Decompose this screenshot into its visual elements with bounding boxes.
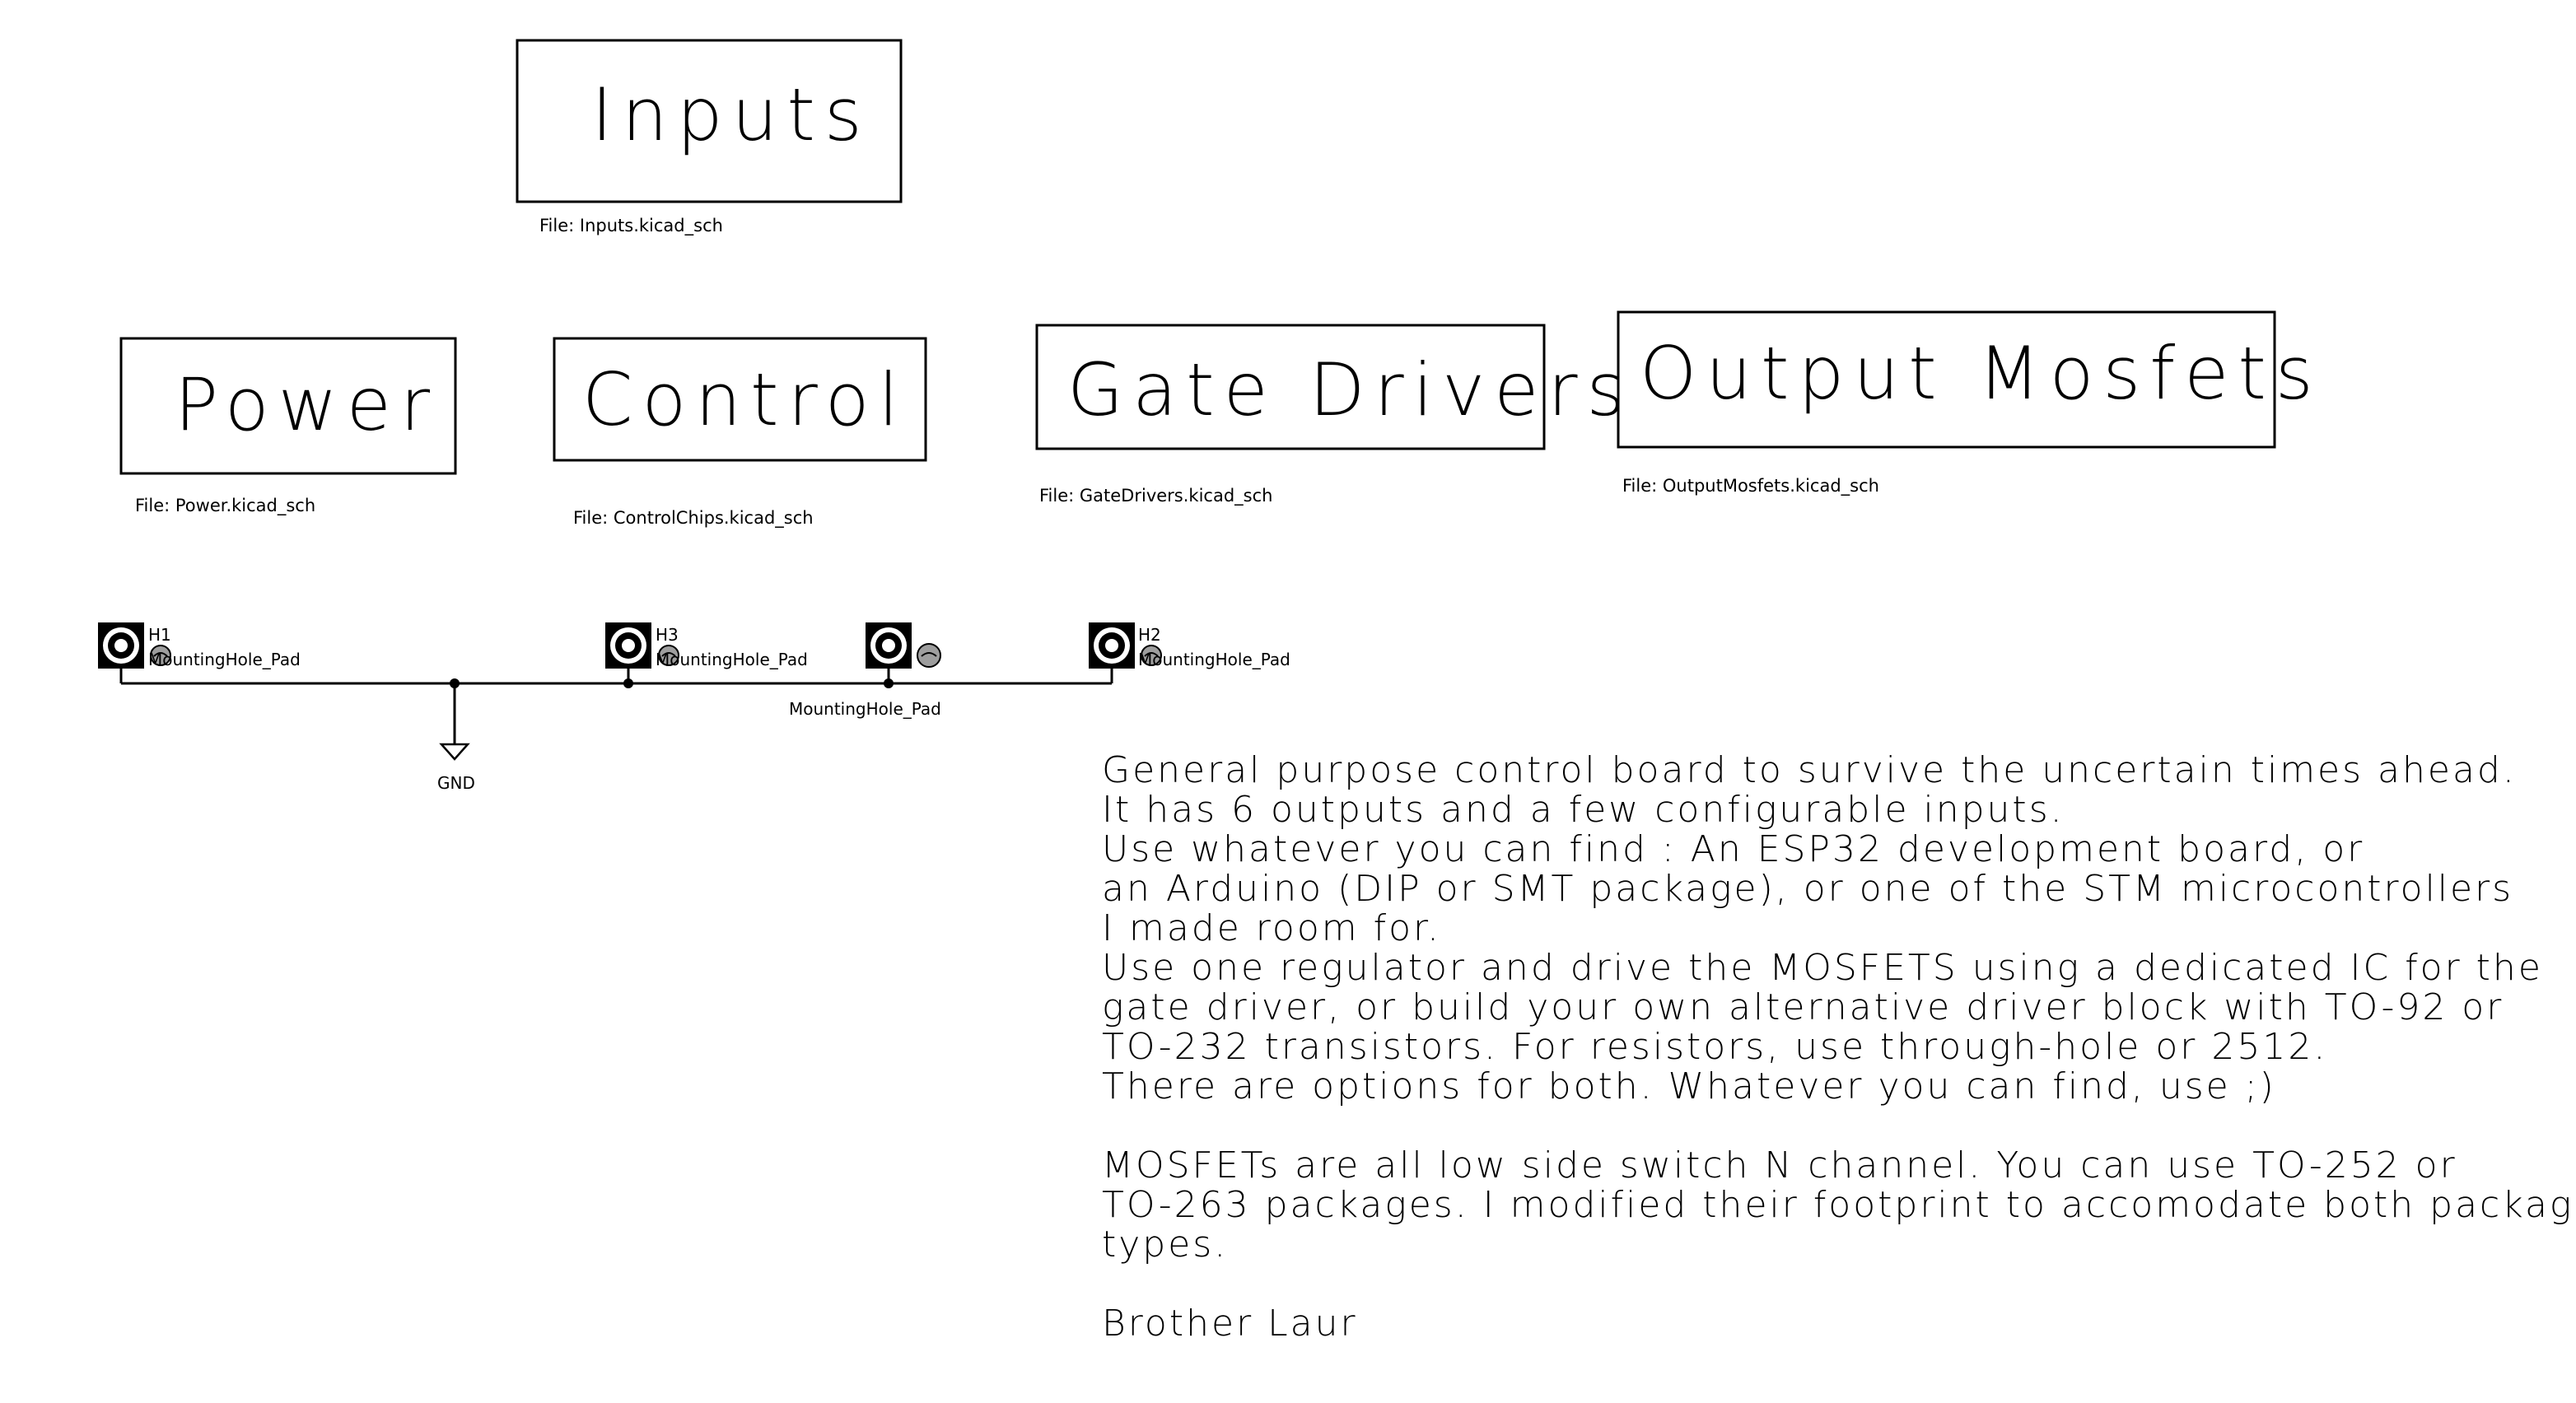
- sheet-block-inputs[interactable]: Inputs: [516, 39, 903, 203]
- note-line: TO-263 packages. I modified their footpr…: [1102, 1184, 2576, 1226]
- note-line: I made room for.: [1102, 907, 1441, 949]
- sheet-title-inputs: Inputs: [591, 72, 871, 157]
- note-line: There are options for both. Whatever you…: [1102, 1065, 2276, 1107]
- mounting-hole-h1[interactable]: H1 MountingHole_Pad: [98, 622, 301, 669]
- note-line: Use one regulator and drive the MOSFETS …: [1102, 947, 2543, 989]
- note-line: types.: [1102, 1224, 1228, 1265]
- mounting-hole-h3-ref: H3: [656, 625, 679, 645]
- mounting-hole-h2[interactable]: H2 MountingHole_Pad: [1089, 622, 1290, 669]
- note-line: MOSFETs are all low side switch N channe…: [1102, 1144, 2457, 1186]
- junction-dot: [450, 678, 894, 688]
- sheet-file-control: File: ControlChips.kicad_sch: [573, 508, 814, 529]
- note-line: It has 6 outputs and a few configurable …: [1102, 789, 2065, 831]
- sheet-file-power: File: Power.kicad_sch: [135, 496, 315, 516]
- mounting-hole-h2-value: MountingHole_Pad: [1138, 650, 1290, 669]
- ground-wire: [119, 669, 1113, 738]
- note-line: gate driver, or build your own alternati…: [1102, 986, 2504, 1028]
- note-line: General purpose control board to survive…: [1102, 749, 2517, 791]
- sheet-block-control[interactable]: Control: [553, 337, 927, 462]
- sheet-title-control: Control: [582, 357, 908, 442]
- mounting-hole-h3[interactable]: H3 MountingHole_Pad: [605, 622, 808, 669]
- sheet-title-output-mosfets: Output Mosfets: [1640, 331, 2322, 416]
- mounting-hole-h2-ref: H2: [1138, 625, 1161, 645]
- sheet-file-output-mosfets: File: OutputMosfets.kicad_sch: [1622, 476, 1879, 496]
- note-line: an Arduino (DIP or SMT package), or one …: [1102, 868, 2513, 910]
- sheet-title-gate-drivers: Gate Drivers: [1067, 347, 1633, 432]
- sheet-block-gate-drivers[interactable]: Gate Drivers: [1035, 324, 1633, 450]
- note-line: Use whatever you can find : An ESP32 dev…: [1102, 828, 2364, 870]
- notes-text-block: General purpose control board to survive…: [1102, 749, 2576, 1345]
- sheet-block-output-mosfets[interactable]: Output Mosfets: [1617, 310, 2322, 449]
- sheet-title-power: Power: [175, 362, 439, 447]
- sheet-file-gate-drivers: File: GateDrivers.kicad_sch: [1039, 486, 1272, 506]
- gnd-symbol[interactable]: GND: [437, 738, 475, 793]
- mounting-hole-unreferenced-value: MountingHole_Pad: [789, 699, 941, 719]
- note-line: Brother Laur: [1102, 1303, 1358, 1345]
- note-line: TO-232 transistors. For resistors, use t…: [1102, 1026, 2327, 1068]
- mounting-hole-h1-ref: H1: [148, 625, 171, 645]
- mounting-hole-h1-value: MountingHole_Pad: [148, 650, 301, 669]
- mounting-hole-unreferenced[interactable]: MountingHole_Pad: [789, 622, 941, 719]
- mounting-hole-h3-value: MountingHole_Pad: [656, 650, 808, 669]
- sheet-file-inputs: File: Inputs.kicad_sch: [539, 216, 723, 236]
- gnd-label: GND: [437, 773, 475, 793]
- sheet-block-power[interactable]: Power: [119, 337, 457, 475]
